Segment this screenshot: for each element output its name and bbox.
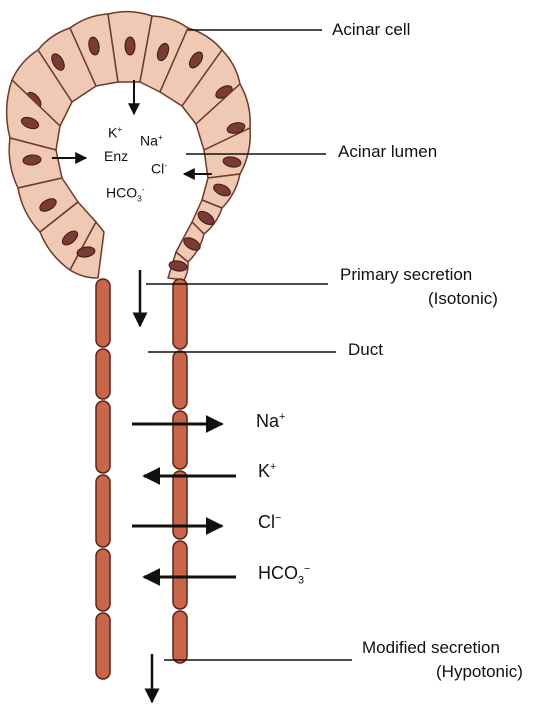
ion-cl-label: Cl− bbox=[258, 512, 281, 533]
duct-tube bbox=[96, 279, 187, 679]
duct-label: Duct bbox=[348, 340, 383, 360]
acinar-lumen-label: Acinar lumen bbox=[338, 142, 437, 162]
lumen-enz: Enz bbox=[104, 148, 128, 164]
duct-left-segment-1 bbox=[96, 279, 110, 347]
lumen-k: K+ bbox=[108, 124, 122, 141]
duct-right-segment-1 bbox=[173, 279, 187, 349]
lumen-na: Na+ bbox=[140, 132, 163, 149]
duct-right-segment-4 bbox=[173, 471, 187, 539]
arrows bbox=[52, 80, 236, 702]
duct-left-segment-4 bbox=[96, 475, 110, 547]
modified-secretion-note: (Hypotonic) bbox=[436, 662, 523, 682]
duct-left-segment-2 bbox=[96, 349, 110, 399]
acinar-cell-label: Acinar cell bbox=[332, 20, 410, 40]
duct-left-segment-3 bbox=[96, 401, 110, 473]
lumen-cl: Cl- bbox=[151, 160, 167, 177]
nucleus-9 bbox=[125, 37, 135, 55]
duct-right-segment-3 bbox=[173, 411, 187, 469]
acinar-cells bbox=[7, 12, 251, 280]
primary-secretion-note: (Isotonic) bbox=[428, 289, 498, 309]
duct-right-segment-6 bbox=[173, 611, 187, 663]
modified-secretion-label: Modified secretion bbox=[362, 638, 500, 658]
ion-na-label: Na+ bbox=[256, 411, 285, 432]
ion-k-label: K+ bbox=[258, 461, 276, 482]
duct-right-segment-5 bbox=[173, 541, 187, 609]
duct-left-segment-6 bbox=[96, 613, 110, 679]
primary-secretion-label: Primary secretion bbox=[340, 265, 472, 285]
ion-hco3-label: HCO3− bbox=[258, 563, 310, 587]
lumen-hco3: HCO3- bbox=[106, 184, 145, 203]
duct-left-segment-5 bbox=[96, 549, 110, 611]
duct-right-segment-2 bbox=[173, 351, 187, 409]
